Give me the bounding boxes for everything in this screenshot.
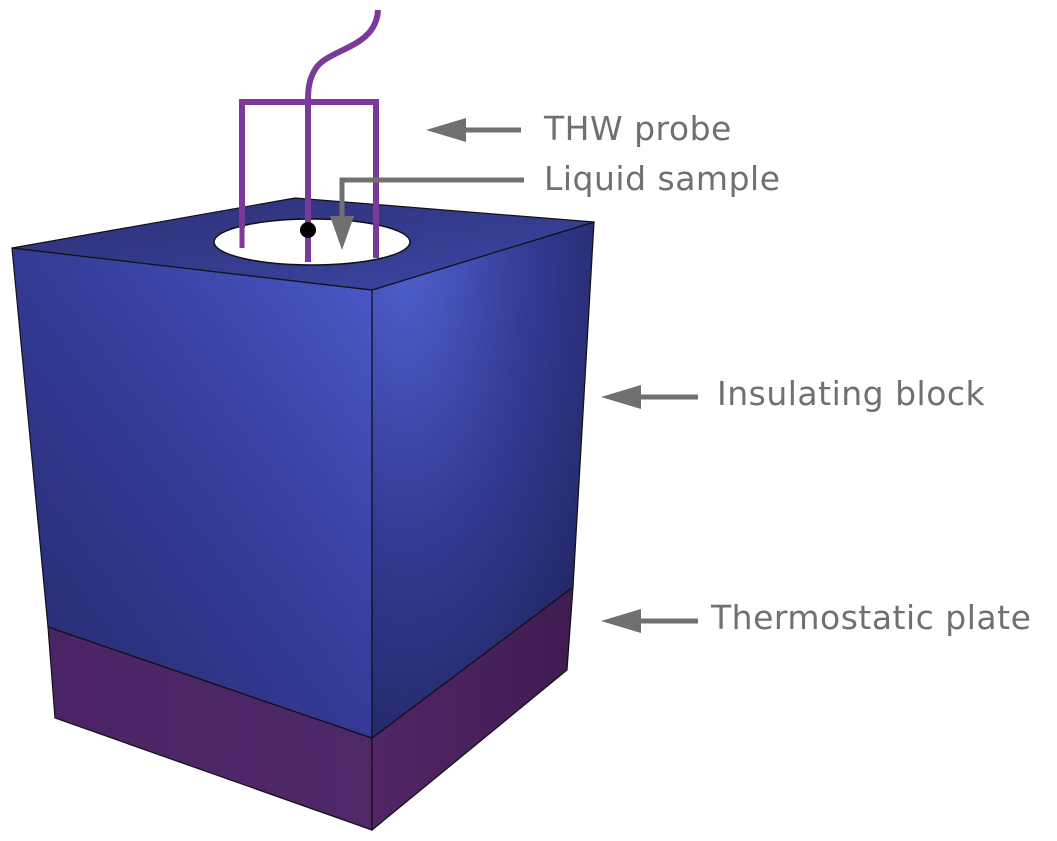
block-arrow-icon xyxy=(601,385,698,409)
insulating-block xyxy=(11,197,595,740)
probe-arrow-icon xyxy=(426,118,521,142)
probe-label: THW probe xyxy=(543,109,732,148)
plate-arrow-icon xyxy=(601,609,698,633)
block-label: Insulating block xyxy=(717,374,986,413)
sample-arrow-icon xyxy=(330,177,524,250)
plate-label: Thermostatic plate xyxy=(710,598,1031,637)
callout-arrows xyxy=(330,118,698,633)
probe-lead-wire xyxy=(305,9,381,103)
sample-hole xyxy=(213,218,411,266)
probe-junction-dot xyxy=(300,222,316,238)
sample-label: Liquid sample xyxy=(544,159,781,198)
